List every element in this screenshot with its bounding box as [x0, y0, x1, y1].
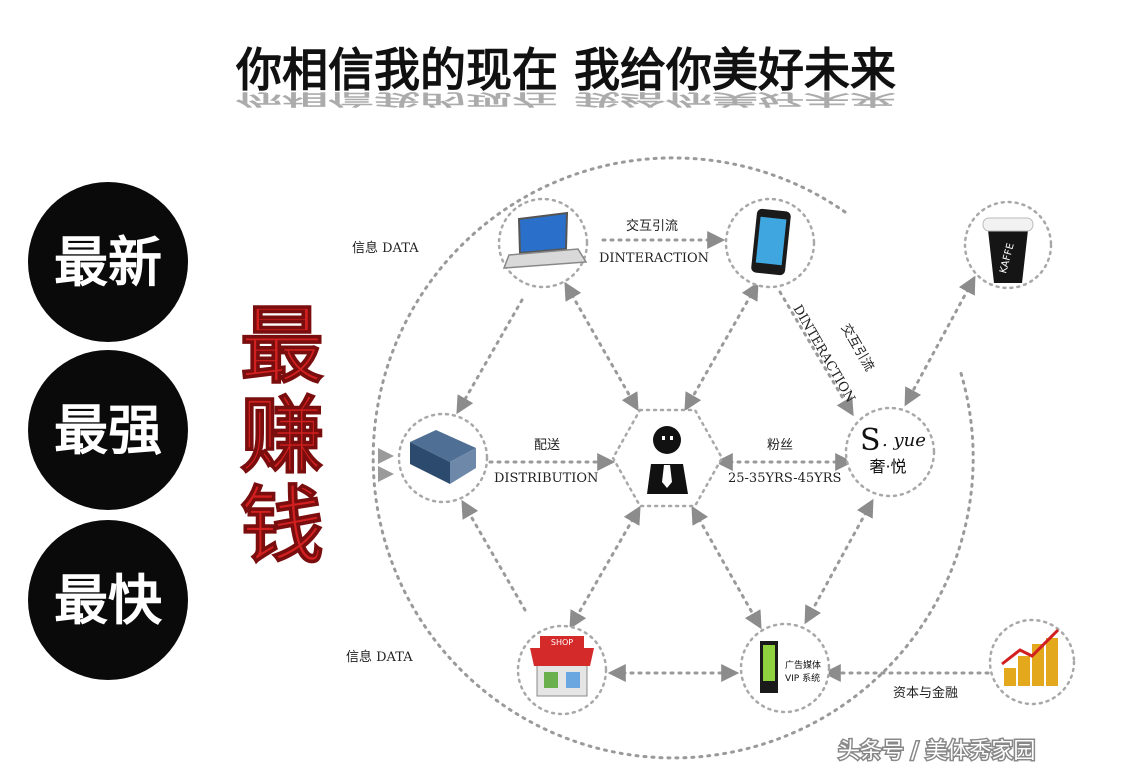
brand-yue: . yue — [882, 430, 926, 451]
label-interaction-cn-2: 交互引流 — [838, 321, 878, 374]
side-badges: 最新 最强 最快 — [28, 182, 188, 680]
badge-circle-newest — [28, 182, 188, 342]
outer-arc — [371, 156, 975, 760]
shop-sign: SHOP — [551, 638, 573, 647]
label-distribution-cn: 配送 — [534, 438, 560, 453]
label-interaction-cn: 交互引流 — [626, 218, 678, 234]
highlight-char-2: 赚 — [240, 387, 324, 485]
badge-circle-fastest — [28, 520, 188, 680]
badge-fastest: 最快 — [54, 569, 163, 632]
highlight-char-3: 钱 — [240, 477, 324, 575]
connectors — [456, 231, 990, 682]
link-coffee-brand — [904, 275, 976, 407]
label-distribution-en: DISTRIBUTION — [494, 471, 598, 486]
badge-circle-strongest — [28, 350, 188, 510]
badge-strongest: 最强 — [54, 399, 162, 462]
badge-newest: 最新 — [54, 231, 162, 294]
highlight-red-text: 最 赚 钱 — [239, 297, 324, 576]
label-fans-cn: 粉丝 — [767, 438, 793, 453]
billboard-label-1: 广告媒体 — [785, 659, 821, 671]
brand-s: S — [860, 423, 881, 458]
billboard-label-2: VIP 系统 — [785, 672, 820, 684]
link-phone-person — [684, 281, 759, 412]
node-laptop — [497, 197, 589, 289]
link-shop-warehouse — [461, 499, 527, 612]
node-shop: SHOP — [516, 624, 608, 716]
label-info-bottom: 信息 DATA — [346, 649, 413, 665]
arc-arrow-2 — [378, 466, 394, 482]
node-coffee: KAFFE — [963, 200, 1053, 290]
link-laptop-warehouse — [456, 298, 524, 415]
page-title: 你相信我的现在 我给你美好未来 — [235, 43, 896, 97]
warehouse-icon — [410, 430, 476, 462]
node-finance — [988, 618, 1076, 706]
label-info-top: 信息 DATA — [352, 240, 419, 256]
node-person — [611, 408, 724, 508]
link-person-shop — [569, 505, 641, 630]
node-billboard: 广告媒体 VIP 系统 — [739, 622, 831, 714]
coffee-cup-icon — [988, 230, 1028, 283]
highlight-char-1: 最 — [240, 297, 324, 395]
node-warehouse — [397, 412, 489, 504]
watermark-text: 头条号 / 美体秀家园 — [838, 739, 1035, 764]
link-brand-billboard — [804, 498, 874, 625]
person-icon — [653, 426, 681, 454]
link-person-billboard — [691, 505, 762, 630]
link-phone-brand — [778, 290, 854, 417]
brand-cn: 奢·悦 — [869, 457, 906, 476]
label-capital: 资本与金融 — [893, 685, 958, 701]
node-phone — [724, 197, 816, 289]
laptop-icon — [517, 211, 569, 255]
label-interaction-en-2: DINTERACTION — [790, 303, 858, 406]
link-laptop-person — [564, 281, 639, 412]
label-age-range: 25-35YRS-45YRS — [728, 471, 841, 486]
watermark: 头条号 / 美体秀家园 — [837, 738, 1037, 766]
title-reflection: 你相信我的现在 我给你美好未来 — [235, 90, 897, 109]
arc-arrow-1 — [378, 448, 394, 464]
label-interaction-en: DINTERACTION — [599, 251, 709, 266]
trend-arrow-icon — [1001, 628, 1060, 666]
node-brand: S . yue 奢·悦 — [844, 406, 936, 498]
